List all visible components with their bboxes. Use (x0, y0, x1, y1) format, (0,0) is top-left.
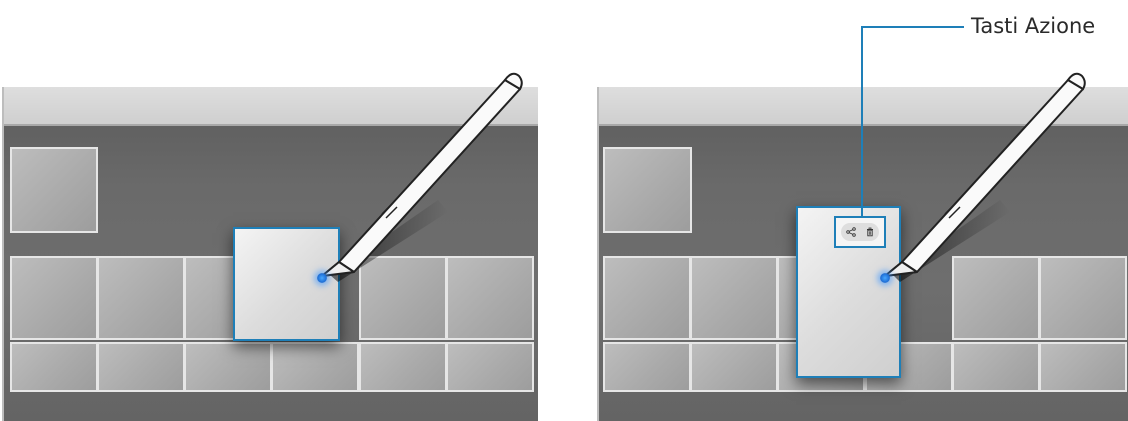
captured-selection[interactable] (233, 227, 340, 341)
status-top-bar (4, 87, 538, 126)
status-top-bar (599, 87, 1128, 126)
grid-tile[interactable] (1039, 342, 1127, 392)
grid-tile[interactable] (603, 256, 691, 340)
share-icon (846, 227, 856, 237)
pen-tip-glow (880, 273, 890, 283)
callout-line (861, 26, 964, 28)
grid-tile[interactable] (603, 342, 691, 392)
grid-tile[interactable] (97, 256, 185, 340)
grid-tile[interactable] (10, 342, 98, 392)
grid-tile[interactable] (1039, 256, 1127, 340)
grid-tile[interactable] (446, 342, 534, 392)
share-button[interactable] (844, 225, 858, 239)
grid-tile[interactable] (690, 342, 778, 392)
grid-tile[interactable] (359, 256, 447, 340)
grid-tile[interactable] (952, 256, 1040, 340)
grid-tile[interactable] (97, 342, 185, 392)
grid-tile[interactable] (271, 342, 359, 392)
delete-button[interactable] (863, 225, 877, 239)
grid-tile[interactable] (184, 342, 272, 392)
grid-tile[interactable] (10, 256, 98, 340)
trash-icon (865, 227, 875, 237)
thumbnail-tile[interactable] (603, 147, 692, 233)
action-buttons-pill (841, 223, 879, 241)
grid-tile[interactable] (690, 256, 778, 340)
grid-tile[interactable] (446, 256, 534, 340)
callout-label-action-buttons: Tasti Azione (971, 12, 1095, 40)
grid-tile[interactable] (359, 342, 447, 392)
pen-tip-glow (317, 273, 327, 283)
callout-line (861, 27, 863, 216)
action-buttons-box (834, 216, 886, 248)
thumbnail-tile[interactable] (10, 147, 98, 233)
grid-tile[interactable] (952, 342, 1040, 392)
